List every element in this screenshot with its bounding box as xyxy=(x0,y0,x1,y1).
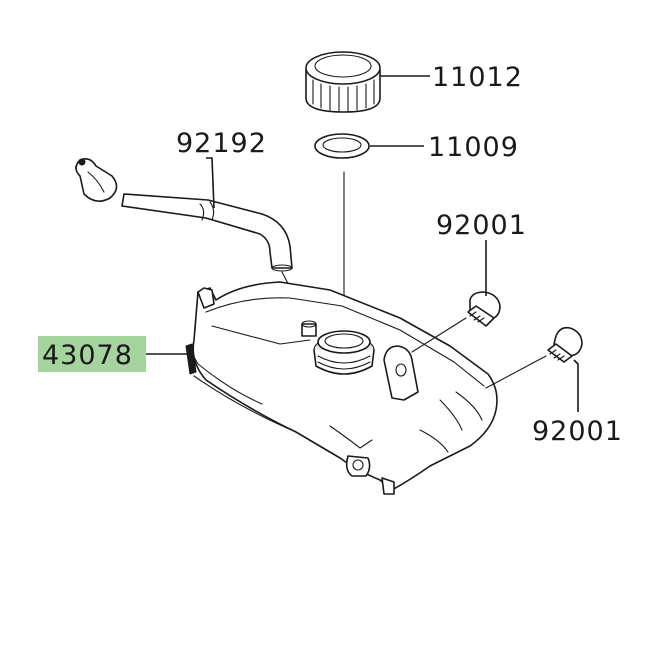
filler-cap[interactable] xyxy=(305,51,381,113)
bolt-upper[interactable] xyxy=(467,291,501,327)
bolt-lower[interactable] xyxy=(547,326,583,363)
label-92001-lower: 92001 xyxy=(532,416,623,447)
label-43078[interactable]: 43078 xyxy=(42,340,133,371)
bolt-lower-axis-line xyxy=(485,355,547,389)
breather-hose[interactable] xyxy=(121,193,293,272)
label-11012: 11012 xyxy=(432,62,523,93)
bolt-upper-axis-line xyxy=(411,317,467,353)
label-92192: 92192 xyxy=(176,128,267,159)
label-11009: 11009 xyxy=(428,132,519,163)
label-92001-upper: 92001 xyxy=(436,210,527,241)
label-43078-highlight xyxy=(38,336,146,372)
reservoir-tank[interactable] xyxy=(185,281,498,495)
cap-gasket[interactable] xyxy=(314,133,370,159)
leader-92001-lower xyxy=(573,359,579,412)
leader-92192 xyxy=(206,157,215,209)
hose-clamp[interactable] xyxy=(75,158,118,202)
